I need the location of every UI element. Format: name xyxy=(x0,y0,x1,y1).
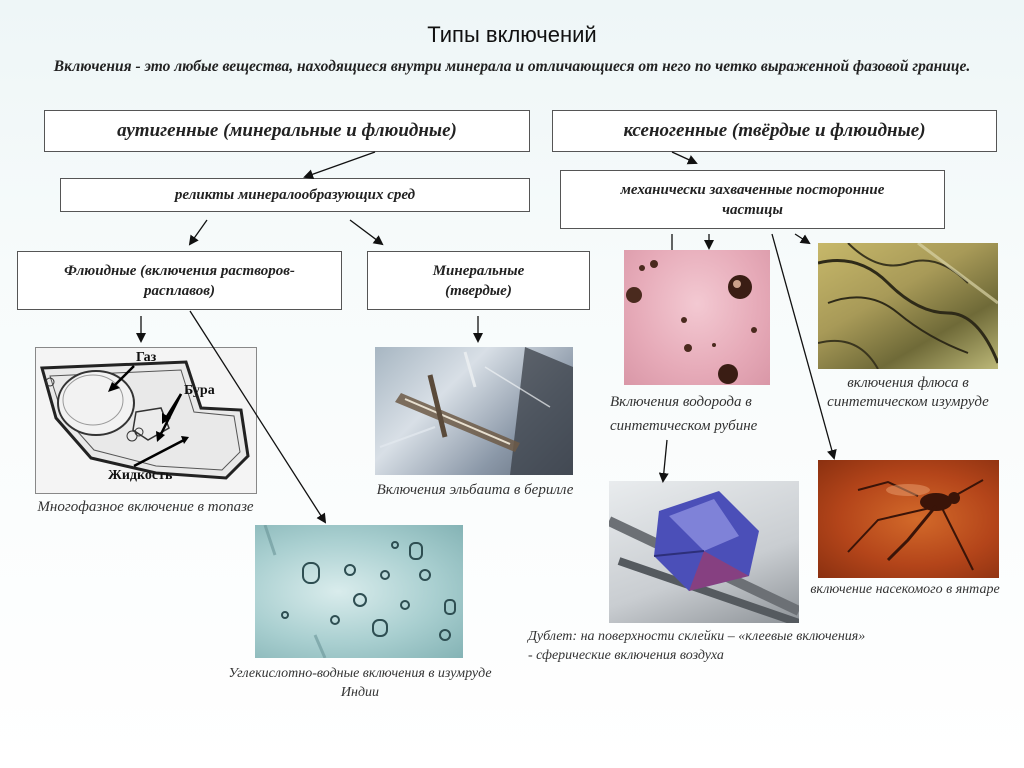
mineral-label: Минеральные (твердые) xyxy=(432,262,525,299)
insect-amber-drawing xyxy=(847,479,984,571)
page-title: Типы включений xyxy=(427,22,597,47)
xenogenic-box: ксеногенные (твёрдые и флюидные) xyxy=(552,110,997,152)
borax-label: Бура xyxy=(184,383,215,398)
insect-caption: включение насекомого в янтаре xyxy=(810,582,1000,597)
arrow-hydrogen-doublet xyxy=(658,439,669,483)
insect-photo xyxy=(818,460,999,578)
arrow-relicts-fluid xyxy=(188,219,208,246)
topaz-photo: Газ Бура Жидкость xyxy=(35,347,257,494)
arrow-relicts-mineral xyxy=(349,219,384,246)
arrow-mechanical-flux xyxy=(794,233,811,245)
elbaite-photo xyxy=(375,347,573,475)
hydrogen-photo xyxy=(624,250,770,385)
elbaite-caption: Включения эльбаита в берилле xyxy=(376,482,574,498)
flux-caption: включения флюса в синтетическом изумруде xyxy=(827,375,989,410)
co2-caption: Углекислотно-водные включения в изумруде… xyxy=(228,666,492,700)
authigenic-label: аутигенные (минеральные и флюидные) xyxy=(117,120,457,141)
xenogenic-label: ксеногенные (твёрдые и флюидные) xyxy=(623,120,926,141)
topaz-caption: Многофазное включение в топазе xyxy=(37,499,254,515)
co2-inclusions-drawing xyxy=(263,525,456,658)
mechanical-box: механически захваченные посторонние част… xyxy=(560,170,945,229)
authigenic-box: аутигенные (минеральные и флюидные) xyxy=(44,110,530,152)
hydrogen-bubbles-drawing xyxy=(626,260,757,384)
elbaite-crystal-drawing xyxy=(379,347,573,475)
co2-photo xyxy=(255,525,463,658)
fluid-box: Флюидные (включения растворов-расплавов) xyxy=(17,251,342,310)
arrow-authigenic-relicts xyxy=(303,151,376,180)
liquid-label: Жидкость xyxy=(108,468,173,483)
flux-photo xyxy=(818,243,998,369)
mineral-box: Минеральные (твердые) xyxy=(367,251,590,310)
flux-veils-drawing xyxy=(818,243,998,369)
mechanical-label: механически захваченные посторонние част… xyxy=(620,181,885,218)
doublet-caption: Дублет: на поверхности склейки – «клеевы… xyxy=(528,629,866,663)
fluid-label: Флюидные (включения растворов-расплавов) xyxy=(64,262,295,299)
doublet-photo xyxy=(609,481,799,623)
relicts-label: реликты минералообразующих сред xyxy=(174,187,416,203)
doublet-gem-drawing xyxy=(609,491,799,623)
hydrogen-caption: Включения водорода в синтетическом рубин… xyxy=(610,394,758,434)
gas-label: Газ xyxy=(136,350,157,365)
arrow-xenogenic-mechanical xyxy=(671,151,698,165)
relicts-box: реликты минералообразующих сред xyxy=(60,178,530,212)
definition-text: Включения - это любые вещества, находящи… xyxy=(53,58,971,75)
